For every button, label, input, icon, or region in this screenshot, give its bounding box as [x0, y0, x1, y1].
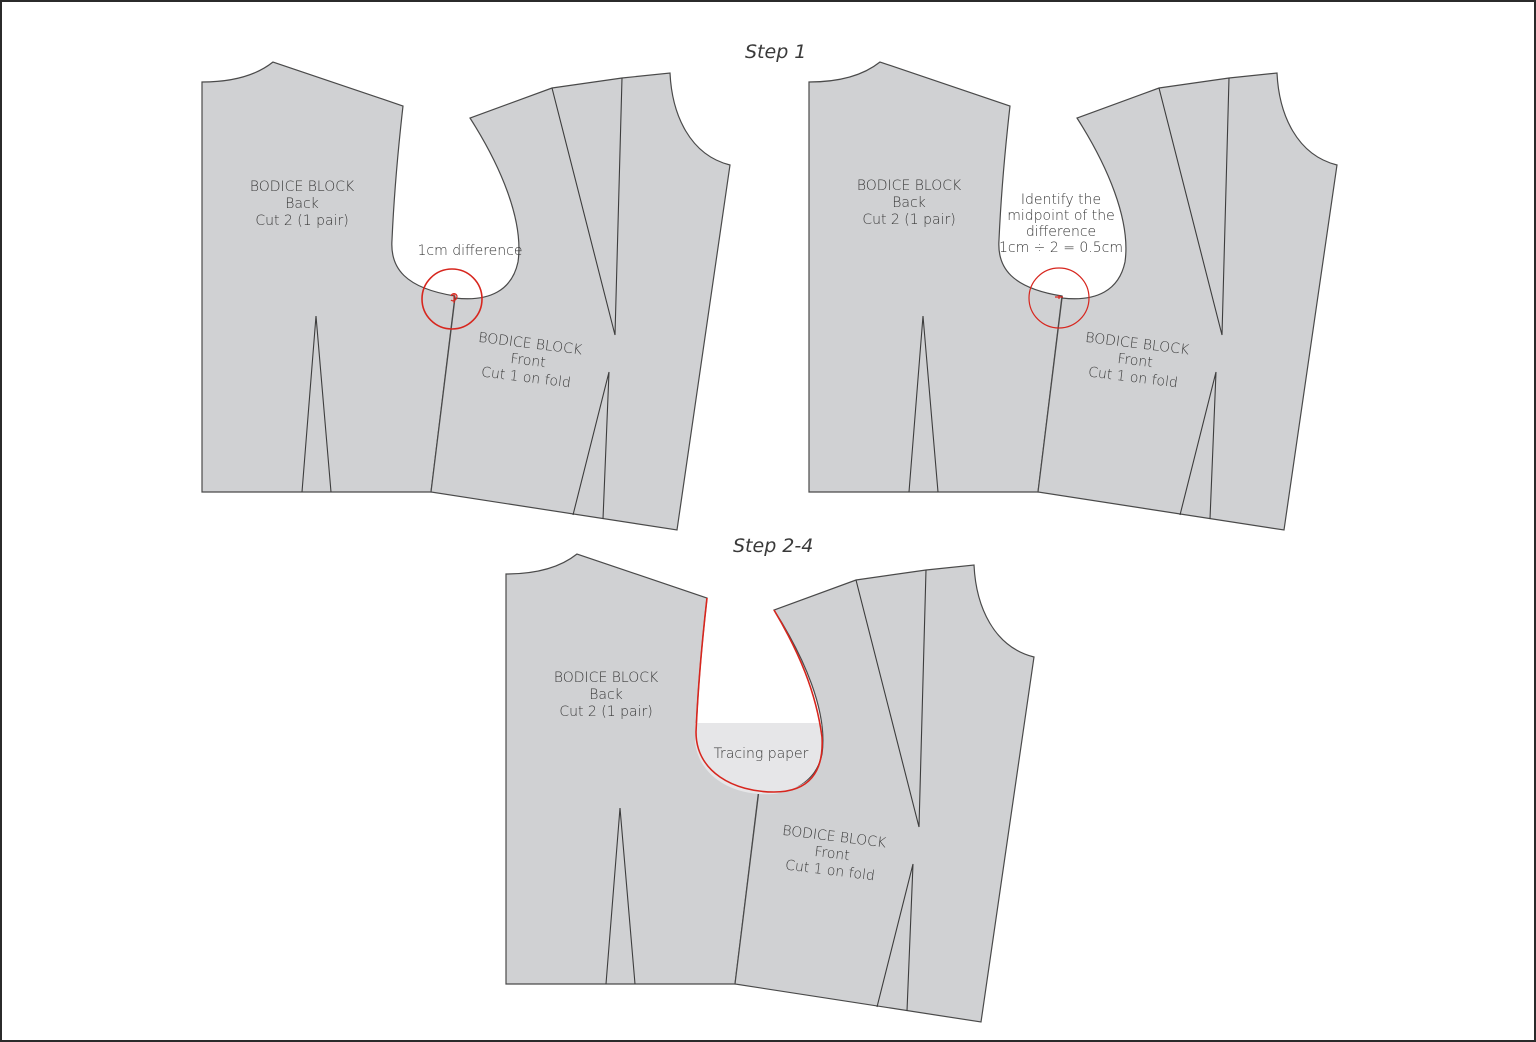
step2-back-label: BODICE BLOCK Back Cut 2 (1 pair)	[534, 670, 678, 721]
step2-panel	[808, 61, 1338, 531]
midpoint-line-2: midpoint of the	[1007, 208, 1115, 224]
midpoint-line-4: 1cm ÷ 2 = 0.5cm	[998, 240, 1123, 256]
midpoint-line-1: Identify the	[1020, 192, 1102, 208]
step2-4-panel	[505, 553, 1035, 1023]
step2-4-title: Step 2-4	[733, 535, 814, 557]
step1-title: Step 1	[745, 41, 807, 63]
step1b-back-bodice	[808, 61, 1063, 493]
back-title: BODICE BLOCK	[856, 178, 962, 194]
tracing-paper-label: Tracing paper	[713, 746, 809, 762]
back-instruction: Cut 2 (1 pair)	[862, 212, 956, 228]
back-instruction: Cut 2 (1 pair)	[559, 704, 653, 720]
step1b-front-bodice	[1037, 72, 1338, 531]
difference-annotation: 1cm difference	[417, 243, 523, 259]
back-subtitle: Back	[285, 196, 319, 212]
back-instruction: Cut 2 (1 pair)	[255, 213, 349, 229]
step1-back-bodice	[201, 61, 456, 493]
step1-front-bodice	[430, 72, 731, 531]
back-title: BODICE BLOCK	[249, 179, 355, 195]
step1-back-label: BODICE BLOCK Back Cut 2 (1 pair)	[230, 179, 374, 230]
midpoint-highlight	[1028, 267, 1090, 329]
midpoint-line-3: difference	[1025, 224, 1097, 240]
back-title: BODICE BLOCK	[553, 670, 659, 686]
back-subtitle: Back	[589, 687, 623, 703]
step1b-back-label: BODICE BLOCK Back Cut 2 (1 pair)	[837, 178, 981, 229]
step1-difference-highlight	[421, 268, 483, 330]
tracing-paper-overlay	[695, 597, 823, 795]
back-subtitle: Back	[892, 195, 926, 211]
step2-front-bodice	[734, 564, 1035, 1023]
midpoint-annotation: Identify the midpoint of the difference …	[996, 192, 1126, 256]
